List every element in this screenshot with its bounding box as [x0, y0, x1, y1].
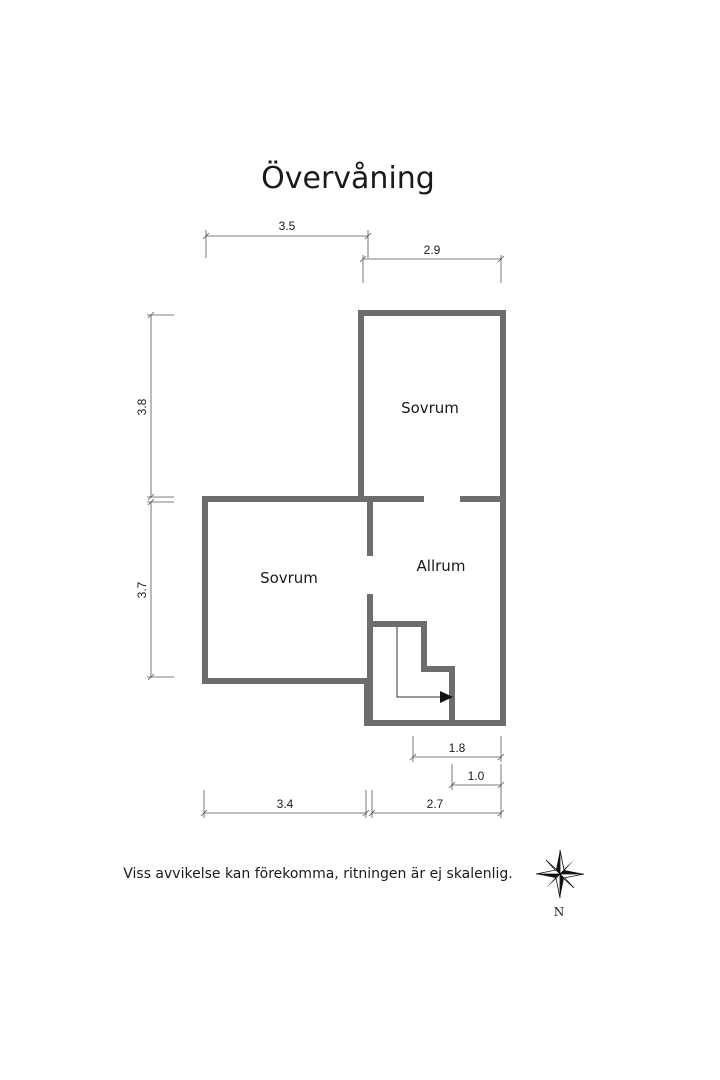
dimension-top-right: 2.9	[359, 243, 505, 283]
dimension-label: 3.4	[277, 797, 294, 811]
dimension-label: 1.0	[468, 769, 485, 783]
dimension-label: 3.5	[279, 219, 296, 233]
dimension-left-upper: 3.8	[135, 311, 174, 501]
compass-label: N	[554, 905, 565, 919]
dimension-bottom-left: 3.4	[200, 790, 370, 818]
dimension-left-lower: 3.7	[135, 498, 174, 681]
dimension-label: 3.8	[135, 398, 149, 415]
compass-rose-icon	[535, 849, 585, 899]
dimension-stair-offset: 1.0	[448, 764, 505, 790]
stair-arrow	[396, 627, 453, 703]
room-label-bedroom-upper: Sovrum	[401, 399, 459, 417]
disclaimer-text: Viss avvikelse kan förekomma, ritningen …	[123, 866, 513, 882]
dimension-label: 2.9	[424, 243, 441, 257]
dimension-label: 3.7	[135, 581, 149, 598]
dimension-bottom-right: 2.7	[368, 790, 505, 818]
dimension-top-left: 3.5	[202, 219, 372, 258]
dimension-label: 1.8	[449, 741, 466, 755]
page-title: Övervåning	[261, 160, 435, 196]
room-label-bedroom-left: Sovrum	[260, 569, 318, 587]
walls	[202, 310, 506, 726]
dimension-label: 2.7	[427, 797, 444, 811]
room-label-family-room: Allrum	[417, 557, 466, 575]
dimension-stair-width: 1.8	[409, 736, 505, 762]
arrow-head-icon	[440, 691, 453, 703]
